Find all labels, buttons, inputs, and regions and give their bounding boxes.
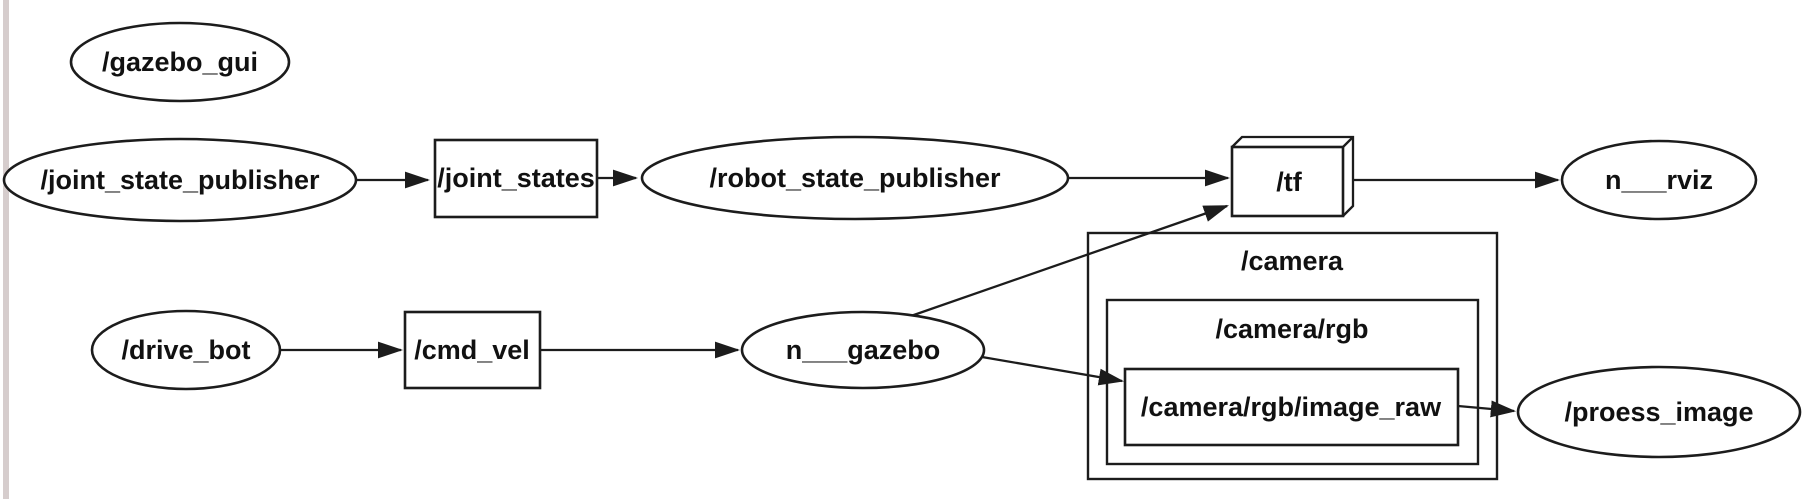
topic-cmd-vel: /cmd_vel bbox=[403, 310, 542, 390]
cluster-camera-label: /camera bbox=[1241, 246, 1344, 276]
topic-image-raw-label: /camera/rgb/image_raw bbox=[1141, 392, 1442, 422]
node-joint-state-publisher: /joint_state_publisher bbox=[2, 137, 358, 223]
topic-tf-3d-corner bbox=[1342, 136, 1354, 148]
node-rviz-ellipse bbox=[1560, 139, 1758, 221]
node-joint-state-publisher-label: /joint_state_publisher bbox=[40, 165, 320, 195]
node-proess-image-ellipse bbox=[1516, 365, 1802, 459]
node-robot-state-publisher-ellipse bbox=[640, 135, 1070, 221]
cluster-camera: /camera bbox=[1086, 231, 1499, 481]
node-drive-bot: /drive_bot bbox=[90, 309, 282, 391]
cluster-camera-rgb: /camera/rgb bbox=[1105, 298, 1480, 466]
node-rviz-label: n___rviz bbox=[1605, 165, 1713, 195]
node-gazebo-label: n___gazebo bbox=[786, 335, 941, 365]
node-gazebo-gui-label: /gazebo_gui bbox=[102, 47, 258, 77]
topic-joint-states-box bbox=[433, 138, 599, 219]
node-rviz: n___rviz bbox=[1560, 139, 1758, 221]
topic-image-raw: /camera/rgb/image_raw bbox=[1123, 367, 1460, 447]
topic-cmd-vel-box bbox=[403, 310, 542, 390]
node-joint-state-publisher-ellipse bbox=[2, 137, 358, 223]
node-gazebo-gui: /gazebo_gui bbox=[69, 21, 291, 103]
edge-gazebo-to-image-raw bbox=[981, 355, 1125, 386]
topic-cmd-vel-label: /cmd_vel bbox=[414, 335, 530, 365]
edge-image-raw-to-proess-image bbox=[1457, 400, 1517, 418]
node-gazebo: n___gazebo bbox=[740, 310, 986, 390]
node-proess-image: /proess_image bbox=[1516, 365, 1802, 459]
node-gazebo-gui-ellipse bbox=[69, 21, 291, 103]
cluster-camera-rgb-label: /camera/rgb bbox=[1215, 314, 1368, 344]
topic-tf-front-face bbox=[1230, 145, 1345, 218]
node-drive-bot-ellipse bbox=[90, 309, 282, 391]
topic-tf-label: /tf bbox=[1276, 167, 1302, 197]
topic-tf-box3d: /tf bbox=[1230, 135, 1355, 218]
window-edge-strip bbox=[3, 0, 9, 499]
edge-gazebo-to-tf bbox=[907, 204, 1229, 319]
node-proess-image-label: /proess_image bbox=[1564, 397, 1753, 427]
topic-joint-states: /joint_states bbox=[433, 138, 599, 219]
topic-joint-states-label: /joint_states bbox=[437, 163, 595, 193]
cluster-camera-box bbox=[1086, 231, 1499, 481]
node-robot-state-publisher: /robot_state_publisher bbox=[640, 135, 1070, 221]
node-drive-bot-label: /drive_bot bbox=[121, 335, 250, 365]
node-robot-state-publisher-label: /robot_state_publisher bbox=[709, 163, 1001, 193]
topic-image-raw-box bbox=[1123, 367, 1460, 447]
node-gazebo-ellipse bbox=[740, 310, 986, 390]
